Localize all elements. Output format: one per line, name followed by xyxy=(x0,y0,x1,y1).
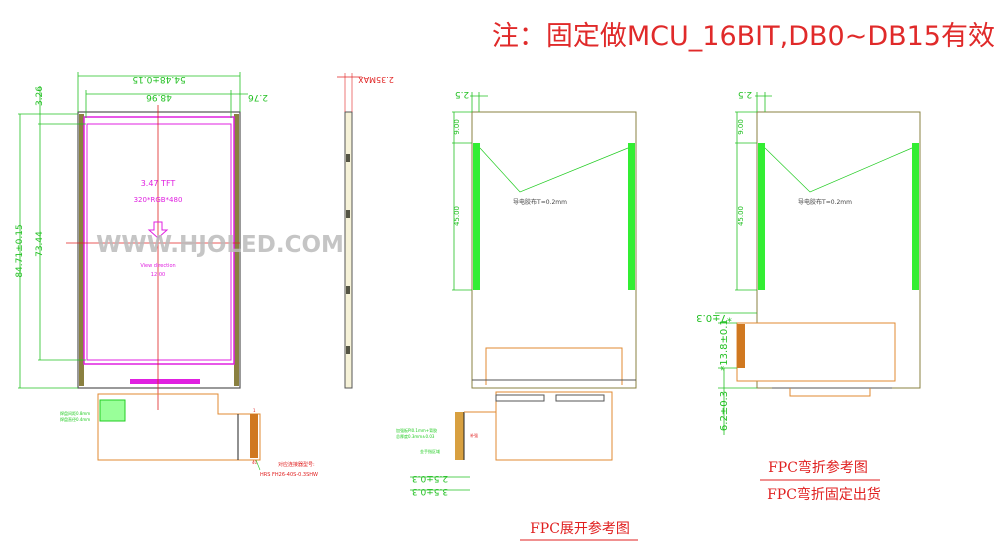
conductive-strip-right xyxy=(628,143,635,290)
module-edge-left xyxy=(79,114,84,386)
fpc-note-2: 总厚度0.3mm±0.03 xyxy=(396,433,435,439)
resolution: 320*RGB*480 xyxy=(134,196,183,204)
view-clock: 12:00 xyxy=(151,272,165,278)
dim-top-gap: 9.00 xyxy=(737,119,745,135)
caption-folded-2: FPC弯折固定出货 xyxy=(767,486,881,503)
dim-strip-length: 45.00 xyxy=(737,206,745,226)
pad-note-2: 焊盘直径0.4mm xyxy=(60,416,90,422)
side-outline xyxy=(344,111,353,389)
dim-width-outer: 54.48±0.15 xyxy=(132,74,185,84)
view-direction: View direction xyxy=(140,263,175,269)
fpc-note-4: 补强 xyxy=(470,432,478,438)
dim-height-active: 73.44 xyxy=(35,231,45,257)
fpc-gold-fingers xyxy=(455,412,464,460)
pad-note-1: 焊盘间距0.8mm xyxy=(60,410,90,416)
active-area xyxy=(86,123,232,361)
view-direction-arrow-icon xyxy=(147,221,169,239)
front-view: 54.48±0.15 48.96 2.76 3.26 84.71±0.15 73… xyxy=(15,72,344,478)
module-edge-right xyxy=(234,114,239,386)
dim-height-outer: 84.71±0.15 xyxy=(15,224,25,277)
dimension-lines xyxy=(18,72,248,389)
dim-2: 3.5±0.3 xyxy=(412,486,448,496)
conductive-strip-right xyxy=(912,143,919,290)
fpc-gold-fingers xyxy=(250,414,258,458)
fpc-note-1: 加强板PI0.1mm+背胶 xyxy=(396,427,437,433)
connector-note-2: HRS FH26-40S-0.3SHW xyxy=(260,472,318,478)
dim-thickness: 2.35MAX xyxy=(358,75,394,84)
fpc-folded xyxy=(736,322,896,382)
dim-offset: 2.5 xyxy=(455,89,469,99)
tape-note: 导电胶布T=0.2mm xyxy=(513,198,567,206)
watermark: WWW.HJOLED.COM xyxy=(96,232,344,258)
fpc-note-3: 金手指区域 xyxy=(420,448,440,454)
connector-note-1: 对应连接器型号: xyxy=(278,461,315,468)
fpc-gold-fingers xyxy=(737,324,745,368)
dim-strip-length: 45.00 xyxy=(453,206,461,226)
caption-unfolded: FPC展开参考图 xyxy=(530,520,630,537)
pin-first: 1 xyxy=(253,408,256,413)
bottom-bonding xyxy=(130,379,200,384)
dim-b: *13.8±0.1 xyxy=(719,319,730,371)
tape-note: 导电胶布T=0.2mm xyxy=(798,198,852,206)
dim-c: 6.2±0.3 xyxy=(719,391,730,431)
back-view-unfolded: 导电胶布T=0.2mm 2.5 9.00 45.00 加强板PI0.1mm+背胶… xyxy=(396,89,638,541)
fpc-tail xyxy=(495,391,613,461)
active-area-outer xyxy=(83,116,235,365)
fpc-tail xyxy=(97,393,261,461)
dim-top-gap: 9.00 xyxy=(453,119,461,135)
back-outline xyxy=(471,111,637,389)
header-note: 注：固定做MCU_16BIT,DB0~DB15有效 xyxy=(492,21,995,52)
dim-width-active: 48.96 xyxy=(146,92,172,102)
dim-margin-top: 3.26 xyxy=(35,86,45,106)
side-view: 2.35MAX xyxy=(337,73,394,389)
pin-last: 40 xyxy=(252,460,258,465)
dim-a: *7±0.3 xyxy=(696,312,732,323)
back-view-folded: 导电胶布T=0.2mm 2.5 9.00 45.00 *7±0.3 *13.8±… xyxy=(696,89,921,503)
module-outline xyxy=(77,111,241,389)
dim-1: 2.5±0.3 xyxy=(412,473,448,483)
panel-size: 3.47 TFT xyxy=(141,179,176,188)
caption-folded: FPC弯折参考图 xyxy=(768,459,868,476)
pad-grid xyxy=(99,399,126,422)
conductive-strip-left xyxy=(473,143,480,290)
conductive-strip-left xyxy=(758,143,765,290)
dim-margin-right: 2.76 xyxy=(248,92,268,102)
dim-offset: 2.5 xyxy=(738,89,752,99)
